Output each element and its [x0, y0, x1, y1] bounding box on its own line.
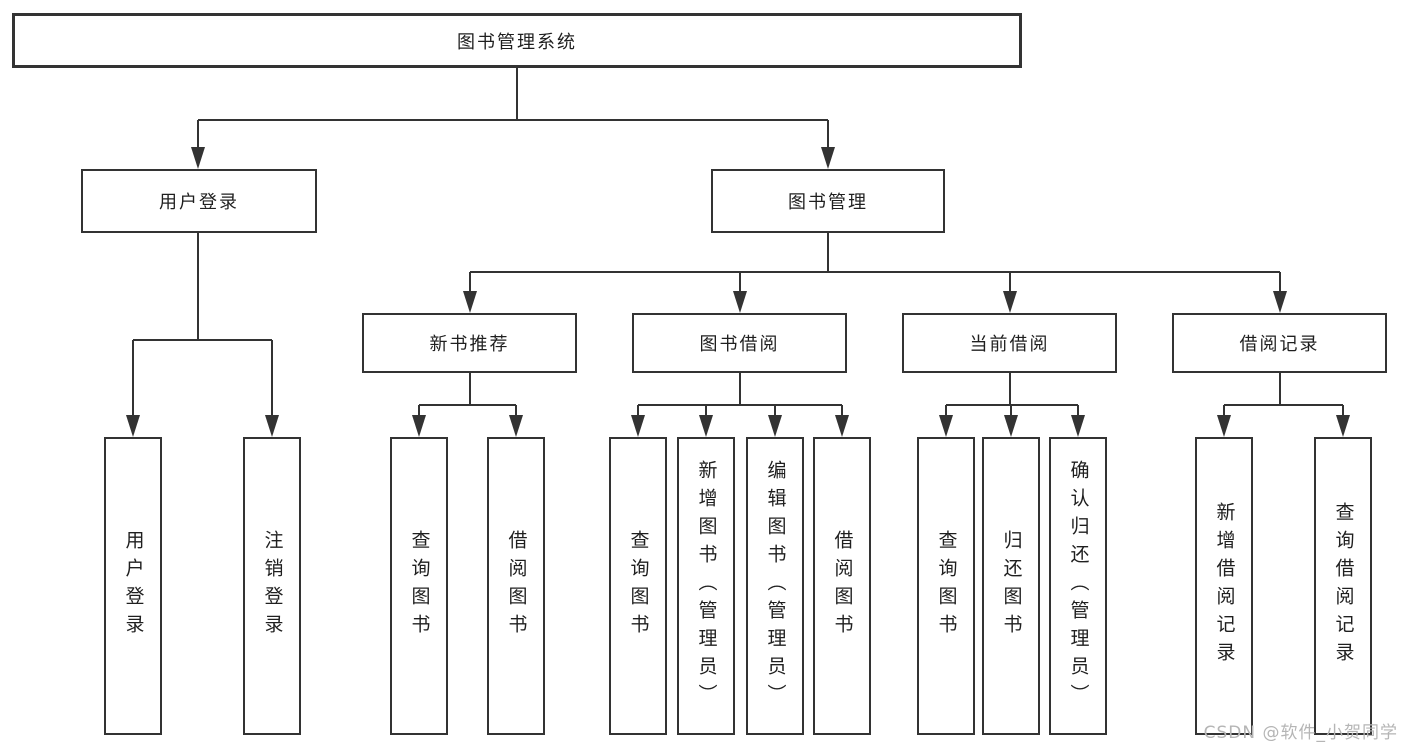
- node-label: 图书管理系统: [457, 31, 577, 53]
- node-label: 图书借阅: [699, 334, 780, 355]
- node-label: 新增借阅记录: [1213, 502, 1236, 670]
- node-user-login: 用户登录: [81, 169, 317, 233]
- node-label: 当前借阅: [969, 334, 1050, 355]
- node-current-borrow: 当前借阅: [902, 313, 1117, 373]
- node-book-management: 图书管理: [711, 169, 945, 233]
- arrowheads: [126, 147, 1350, 437]
- node-label: 注销登录: [261, 530, 284, 642]
- node-label: 查询图书: [627, 530, 650, 642]
- node-label: 确认归还（管理员）: [1067, 460, 1090, 712]
- node-label: 用户登录: [159, 192, 239, 213]
- connector-root: [197, 68, 829, 147]
- node-label: 借阅记录: [1239, 334, 1320, 355]
- node-label: 借阅图书: [505, 530, 528, 642]
- node-library-system: 图书管理系统: [12, 13, 1022, 68]
- leaf-borrow-books-recommend: 借阅图书: [487, 437, 545, 735]
- leaf-return-books: 归还图书: [982, 437, 1040, 735]
- node-label: 查询图书: [408, 530, 431, 642]
- node-label: 新书推荐: [429, 334, 510, 355]
- node-new-book-recommend: 新书推荐: [362, 313, 577, 373]
- node-label: 图书管理: [788, 192, 868, 213]
- leaf-query-books-recommend: 查询图书: [390, 437, 448, 735]
- node-book-borrow: 图书借阅: [632, 313, 847, 373]
- leaf-query-books-current: 查询图书: [917, 437, 975, 735]
- connector-borrow-records: [1223, 373, 1344, 415]
- leaf-edit-book-admin: 编辑图书（管理员）: [746, 437, 804, 735]
- node-label: 归还图书: [1000, 530, 1023, 642]
- node-label: 借阅图书: [831, 530, 854, 642]
- node-label: 查询图书: [935, 530, 958, 642]
- node-label: 新增图书（管理员）: [695, 460, 718, 712]
- leaf-user-login: 用户登录: [104, 437, 162, 735]
- connector-current-borrow: [945, 373, 1079, 415]
- connector-book-management: [469, 233, 1281, 291]
- node-label: 编辑图书（管理员）: [764, 460, 787, 712]
- leaf-query-books-borrow: 查询图书: [609, 437, 667, 735]
- watermark: CSDN @软件_小贺同学: [1203, 723, 1398, 743]
- leaf-query-borrow-record: 查询借阅记录: [1314, 437, 1372, 735]
- leaf-logout-login: 注销登录: [243, 437, 301, 735]
- leaf-borrow-books: 借阅图书: [813, 437, 871, 735]
- connector-book-borrow: [637, 373, 843, 415]
- node-borrow-records: 借阅记录: [1172, 313, 1387, 373]
- leaf-add-book-admin: 新增图书（管理员）: [677, 437, 735, 735]
- leaf-add-borrow-record: 新增借阅记录: [1195, 437, 1253, 735]
- connector-user-login: [132, 232, 273, 415]
- node-label: 查询借阅记录: [1332, 502, 1355, 670]
- leaf-confirm-return-admin: 确认归还（管理员）: [1049, 437, 1107, 735]
- connector-new-book: [418, 373, 517, 415]
- node-label: 用户登录: [122, 530, 145, 642]
